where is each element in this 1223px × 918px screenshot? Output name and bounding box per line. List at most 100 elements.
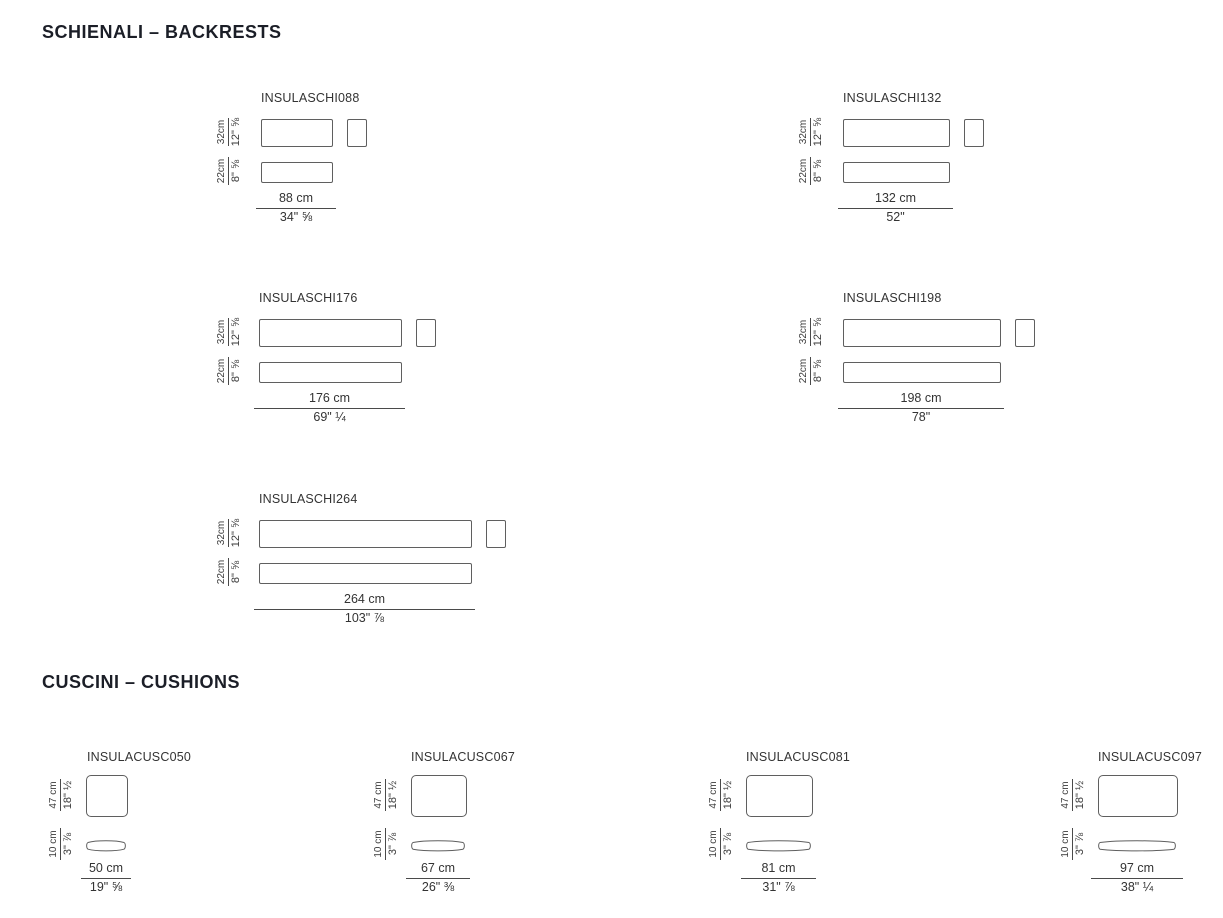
backrest-top-view [843,162,950,183]
backrest-top-view [843,362,1001,383]
thickness-dimension-label: 10 cm 3" ⅞ [1058,821,1088,867]
width-dimension: 81 cm 31" ⅞ [741,861,816,895]
product-code: INSULASCHI264 [259,492,358,506]
height-in: 12" ⅝ [229,518,242,548]
thickness-in: 3" ⅞ [61,832,74,856]
backrest-top-view [259,563,472,584]
width-in: 19" ⅝ [89,879,123,894]
section-title-backrests: SCHIENALI – BACKRESTS [42,22,282,42]
depth-cm: 22cm [215,156,229,186]
thickness-cm: 10 cm [1059,828,1073,860]
backrest-front-view [259,319,402,347]
depth-cm: 22cm [797,356,811,386]
thickness-cm: 10 cm [47,828,61,860]
product-code: INSULASCHI176 [259,291,358,305]
depth-in: 8" ⅝ [811,359,824,383]
height-cm: 32cm [797,117,811,147]
depth-in: 8" ⅝ [229,560,242,584]
depth-in: 8" ⅝ [229,359,242,383]
depth-in: 8" ⅝ [229,159,242,183]
width-dimension: 88 cm 34" ⅝ [256,191,336,225]
depth-dimension-label: 22cm 8" ⅝ [796,148,826,194]
backrest-side-view [964,119,984,147]
height-cm: 32cm [215,317,229,347]
height-cm: 47 cm [1059,779,1073,811]
width-cm: 67 cm [406,861,470,879]
width-cm: 81 cm [741,861,816,879]
product-code: INSULACUSC050 [87,750,192,764]
cushion-side-view [746,840,811,852]
product-code: INSULASCHI198 [843,291,942,305]
width-in: 26" ⅜ [421,879,455,894]
backrest-front-view [843,119,950,147]
depth-dimension-label: 22cm 8" ⅝ [214,549,244,595]
height-in: 18" ½ [386,780,399,810]
backrest-front-view [261,119,333,147]
width-in: 78" [911,409,931,424]
width-dimension: 198 cm 78" [838,391,1004,425]
height-in: 18" ½ [1073,780,1086,810]
product-code: INSULACUSC097 [1098,750,1203,764]
depth-cm: 22cm [215,356,229,386]
cushion-side-view [86,840,126,852]
height-cm: 32cm [797,317,811,347]
section-title-cushions: CUSCINI – CUSHIONS [42,672,241,692]
width-cm: 264 cm [254,592,475,610]
width-dimension: 97 cm 38" ¼ [1091,861,1183,895]
cushion-side-view [411,840,465,852]
width-in: 52" [886,209,905,224]
height-cm: 47 cm [372,779,386,811]
depth-cm: 22cm [215,557,229,587]
width-dimension: 132 cm 52" [838,191,953,225]
width-cm: 50 cm [81,861,131,879]
width-dimension: 50 cm 19" ⅝ [81,861,131,895]
height-dimension-label: 47 cm 18" ½ [706,772,736,818]
backrest-side-view [347,119,367,147]
height-in: 18" ½ [721,780,734,810]
cushion-front-view [1098,775,1178,817]
height-cm: 47 cm [47,779,61,811]
width-in: 34" ⅝ [279,209,313,224]
thickness-dimension-label: 10 cm 3" ⅞ [371,821,401,867]
cushion-front-view [746,775,813,817]
backrest-front-view [259,520,472,548]
height-in: 12" ⅝ [229,117,242,147]
thickness-cm: 10 cm [707,828,721,860]
cushion-front-view [86,775,128,817]
depth-dimension-label: 22cm 8" ⅝ [214,348,244,394]
backrest-top-view [259,362,402,383]
thickness-in: 3" ⅞ [721,832,734,856]
backrest-side-view [1015,319,1035,347]
backrest-front-view [843,319,1001,347]
cushion-side-view [1098,840,1176,852]
width-cm: 176 cm [254,391,405,409]
width-in: 69" ¼ [313,409,346,424]
height-in: 12" ⅝ [229,317,242,347]
width-cm: 88 cm [256,191,336,209]
thickness-cm: 10 cm [372,828,386,860]
width-in: 103" ⅞ [344,610,385,625]
width-cm: 97 cm [1091,861,1183,879]
width-cm: 198 cm [838,391,1004,409]
height-dimension-label: 47 cm 18" ½ [46,772,76,818]
width-dimension: 176 cm 69" ¼ [254,391,405,425]
depth-dimension-label: 22cm 8" ⅝ [214,148,244,194]
height-in: 12" ⅝ [811,117,824,147]
backrest-top-view [261,162,333,183]
width-in: 38" ¼ [1120,879,1154,894]
thickness-dimension-label: 10 cm 3" ⅞ [46,821,76,867]
height-dimension-label: 47 cm 18" ½ [371,772,401,818]
height-cm: 32cm [215,518,229,548]
depth-cm: 22cm [797,156,811,186]
backrest-side-view [416,319,436,347]
product-code: INSULACUSC067 [411,750,516,764]
product-code: INSULACUSC081 [746,750,851,764]
product-code: INSULASCHI132 [843,91,942,105]
thickness-dimension-label: 10 cm 3" ⅞ [706,821,736,867]
width-dimension: 67 cm 26" ⅜ [406,861,470,895]
height-cm: 32cm [215,117,229,147]
height-in: 18" ½ [61,780,74,810]
height-cm: 47 cm [707,779,721,811]
thickness-in: 3" ⅞ [386,832,399,856]
